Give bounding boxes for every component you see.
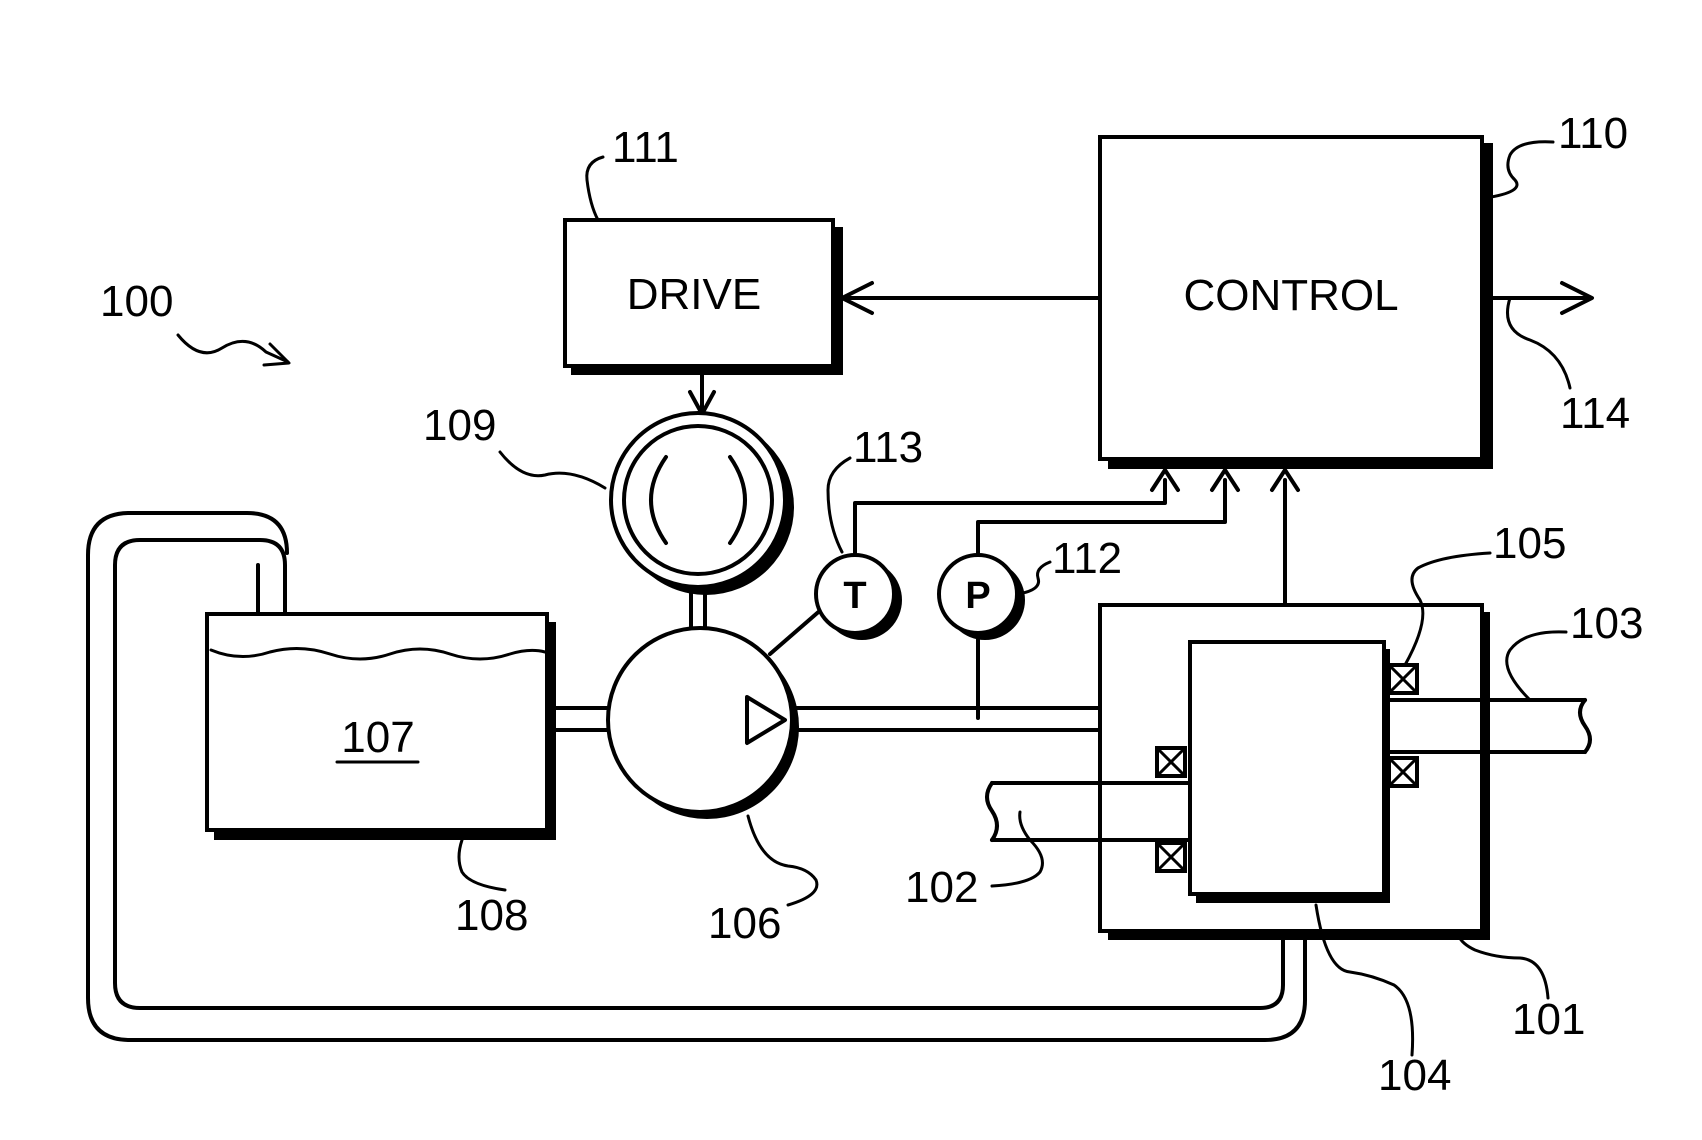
ref-105: 105 — [1493, 519, 1566, 568]
ref-100-leader — [178, 335, 288, 362]
control-block: CONTROL — [1100, 137, 1493, 469]
motor — [611, 413, 794, 595]
ref-109: 109 — [423, 401, 496, 450]
ref-104: 104 — [1378, 1051, 1451, 1100]
bearing-3 — [1157, 748, 1185, 776]
ref-111: 111 — [612, 123, 679, 172]
bearing-4 — [1157, 843, 1185, 871]
ref-107: 107 — [341, 713, 414, 762]
ref-103-leader — [1507, 632, 1566, 700]
ref-110: 110 — [1558, 109, 1628, 158]
ref-108: 108 — [455, 891, 528, 940]
temp-sensor-symbol: T — [843, 575, 866, 617]
ref-109-leader — [500, 452, 605, 488]
reservoir-pump-pipe — [547, 708, 608, 730]
ref-102: 102 — [905, 863, 978, 912]
ref-100: 100 — [100, 277, 173, 326]
drive-block: DRIVE — [565, 220, 843, 375]
input-shaft-break — [987, 783, 997, 840]
ref-113-leader — [828, 458, 850, 552]
ref-113: 113 — [853, 423, 923, 472]
ref-111-leader — [587, 157, 603, 220]
ref-106: 106 — [708, 899, 781, 948]
ref-102-leader — [992, 812, 1042, 886]
ref-114: 114 — [1560, 389, 1630, 438]
output-shaft-break — [1580, 700, 1590, 752]
bearing-1 — [1389, 665, 1417, 693]
pump — [608, 628, 799, 819]
temp-sensor-line — [770, 608, 823, 654]
ref-114-leader — [1508, 298, 1571, 388]
ref-101: 101 — [1512, 995, 1585, 1044]
pump-housing-pipe — [792, 708, 1100, 730]
ref-110-leader — [1485, 142, 1553, 198]
ref-108-leader — [459, 840, 505, 890]
pressure-sensor: P — [939, 555, 1025, 640]
ref-100-arrowhead — [264, 344, 289, 365]
temperature-sensor: T — [770, 555, 902, 654]
ref-101-leader — [1458, 935, 1548, 998]
bearing-2 — [1389, 758, 1417, 786]
ref-103: 103 — [1570, 599, 1643, 648]
ref-106-leader — [748, 816, 817, 905]
drive-label: DRIVE — [627, 270, 761, 319]
pressure-sensor-symbol: P — [965, 575, 990, 617]
ref-112: 112 — [1052, 534, 1122, 583]
control-label: CONTROL — [1183, 271, 1398, 320]
gear-unit — [1190, 642, 1390, 903]
